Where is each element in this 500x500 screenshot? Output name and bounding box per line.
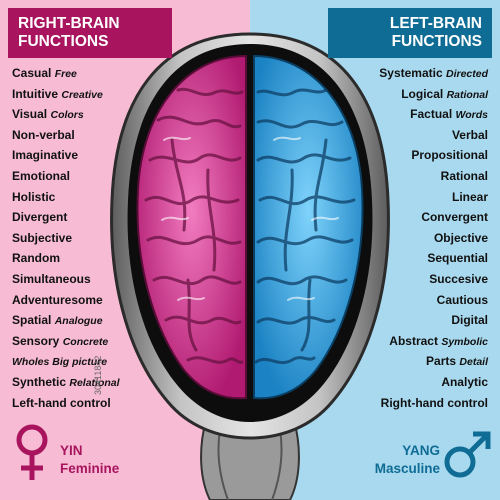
left-brain-item-main: Abstract	[389, 333, 438, 348]
right-brain-item-sub: Analogue	[54, 315, 103, 328]
left-brain-item: Systematic Directed	[379, 63, 488, 84]
left-brain-item-sub: Directed	[445, 68, 488, 80]
right-brain-item-main: Sensory	[12, 333, 60, 348]
left-brain-item-main: Propositional	[411, 148, 488, 163]
left-brain-item-main: Right-hand control	[380, 395, 488, 410]
right-brain-item-main: Holistic	[12, 189, 56, 204]
right-brain-item-main: Emotional	[12, 168, 71, 183]
right-brain-title-line2: FUNCTIONS	[18, 33, 109, 50]
right-brain-item-main: Visual	[12, 107, 48, 122]
right-brain-item-main: Random	[12, 251, 60, 266]
yang-word: YANG	[402, 443, 440, 458]
left-brain-item-sub: Words	[455, 109, 488, 122]
watermark-id: 30411842	[93, 355, 103, 395]
left-brain-item-main: Convergent	[421, 210, 488, 225]
right-brain-item-sub: Concrete	[62, 335, 109, 348]
right-brain-item: Non-verbal	[12, 125, 120, 146]
left-brain-item: Linear	[379, 187, 488, 208]
left-brain-item: Analytic	[379, 372, 488, 393]
left-brain-item-main: Linear	[451, 189, 488, 204]
left-brain-item-main: Rational	[440, 168, 488, 183]
left-brain-item: Rational	[379, 166, 488, 187]
right-brain-item-main: Casual	[12, 66, 52, 80]
left-brain-item-main: Systematic	[379, 66, 443, 80]
left-brain-item: Objective	[379, 228, 488, 249]
right-brain-item: Spatial Analogue	[12, 310, 120, 331]
left-brain-item-main: Factual	[410, 107, 453, 122]
right-brain-item-sub: Colors	[50, 109, 84, 122]
left-brain-item: Propositional	[379, 145, 488, 166]
yin-label: YIN Feminine	[60, 442, 119, 478]
right-brain-item-sub: Free	[54, 68, 77, 80]
female-symbol-icon	[16, 424, 48, 480]
right-brain-item-main: Simultaneous	[12, 271, 91, 286]
left-brain-item-main: Logical	[401, 86, 444, 101]
right-brain-item-main: Left-hand control	[12, 395, 111, 410]
left-brain-item: Logical Rational	[379, 84, 488, 105]
feminine-word: Feminine	[60, 461, 120, 476]
left-brain-item-sub: Detail	[459, 356, 488, 369]
left-brain-item-main: Cautious	[436, 292, 488, 307]
brain-head-illustration	[110, 32, 390, 500]
left-brain-item: Succesive	[379, 269, 488, 290]
left-brain-item: Parts Detail	[379, 351, 488, 372]
left-brain-item: Sequential	[379, 248, 488, 269]
right-brain-item-sub: Wholes Big picture	[12, 356, 108, 369]
left-brain-item-main: Digital	[451, 313, 488, 328]
right-brain-item-main: Synthetic	[12, 374, 67, 389]
right-brain-item-main: Imaginative	[12, 148, 79, 163]
left-brain-item: Convergent	[379, 207, 488, 228]
left-brain-item-main: Succesive	[429, 271, 488, 286]
right-brain-item-main: Spatial	[12, 313, 52, 328]
male-symbol-icon	[444, 431, 491, 478]
right-brain-item-main: Intuitive	[12, 86, 59, 101]
right-brain-item: Wholes Big picture	[12, 351, 120, 372]
yin-word: YIN	[60, 443, 83, 458]
left-brain-item: Cautious	[379, 290, 488, 311]
right-brain-item-main: Subjective	[12, 230, 73, 245]
right-brain-item: Imaginative	[12, 145, 120, 166]
right-brain-header: RIGHT-BRAIN FUNCTIONS	[8, 8, 172, 58]
left-brain-title-line2: FUNCTIONS	[391, 33, 482, 50]
right-brain-item-sub: Relational	[69, 376, 120, 389]
right-brain-item: Holistic	[12, 187, 120, 208]
right-brain-item: Casual Free	[12, 63, 120, 84]
left-brain-item-main: Analytic	[441, 374, 488, 389]
right-brain-item: Intuitive Creative	[12, 84, 120, 105]
right-brain-item: Visual Colors	[12, 104, 120, 125]
right-brain-item: Left-hand control	[12, 393, 120, 414]
left-brain-item: Digital	[379, 310, 488, 331]
left-brain-item: Verbal	[379, 125, 488, 146]
right-brain-item: Synthetic Relational	[12, 372, 120, 393]
left-brain-item-main: Verbal	[451, 127, 488, 142]
yang-label: YANG Masculine	[375, 442, 440, 478]
left-brain-item-main: Parts	[426, 354, 457, 369]
left-brain-item-sub: Symbolic	[441, 335, 488, 348]
right-brain-item-main: Adventuresome	[12, 292, 103, 307]
right-brain-item: Random	[12, 248, 120, 269]
right-brain-item-main: Non-verbal	[12, 127, 75, 142]
right-brain-item: Simultaneous	[12, 269, 120, 290]
right-brain-item: Emotional	[12, 166, 120, 187]
right-brain-item-main: Divergent	[12, 210, 68, 225]
left-brain-item-main: Objective	[433, 230, 488, 245]
right-brain-item: Divergent	[12, 207, 120, 228]
left-brain-item-sub: Rational	[446, 88, 488, 101]
right-brain-item: Adventuresome	[12, 290, 120, 311]
left-brain-header: LEFT-BRAIN FUNCTIONS	[328, 8, 492, 58]
left-brain-title-line1: LEFT-BRAIN	[389, 15, 482, 32]
left-brain-item: Factual Words	[379, 104, 488, 125]
right-brain-item-sub: Creative	[61, 88, 103, 101]
left-brain-item: Abstract Symbolic	[379, 331, 488, 352]
right-brain-item: Subjective	[12, 228, 120, 249]
left-brain-item-main: Sequential	[427, 251, 488, 266]
right-brain-item: Sensory Concrete	[12, 331, 120, 352]
left-brain-item: Right-hand control	[379, 393, 488, 414]
right-brain-title-line1: RIGHT-BRAIN	[18, 15, 120, 32]
masculine-word: Masculine	[374, 461, 440, 476]
